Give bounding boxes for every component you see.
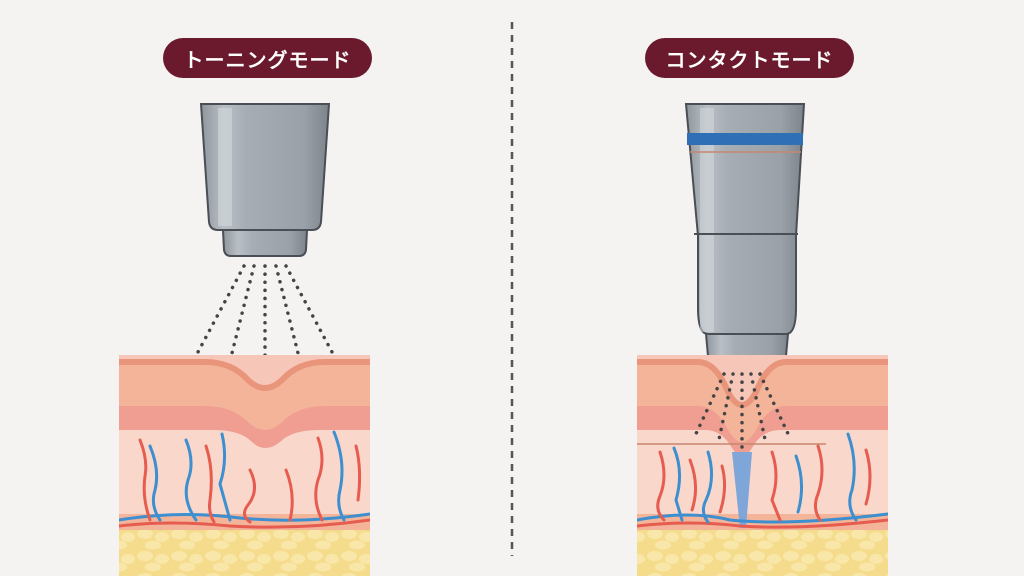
contact-mode-label: コンタクトモード: [645, 38, 854, 78]
toning-skin-cross-section-icon: [119, 355, 370, 576]
toning-spray: [196, 264, 334, 364]
contact-skin-cross-section-icon: [637, 355, 888, 576]
contact-handpiece-icon: [684, 103, 806, 365]
contact-spray: [692, 372, 792, 454]
toning-handpiece-icon: [199, 103, 331, 257]
toning-mode-label: トーニングモード: [163, 38, 372, 78]
